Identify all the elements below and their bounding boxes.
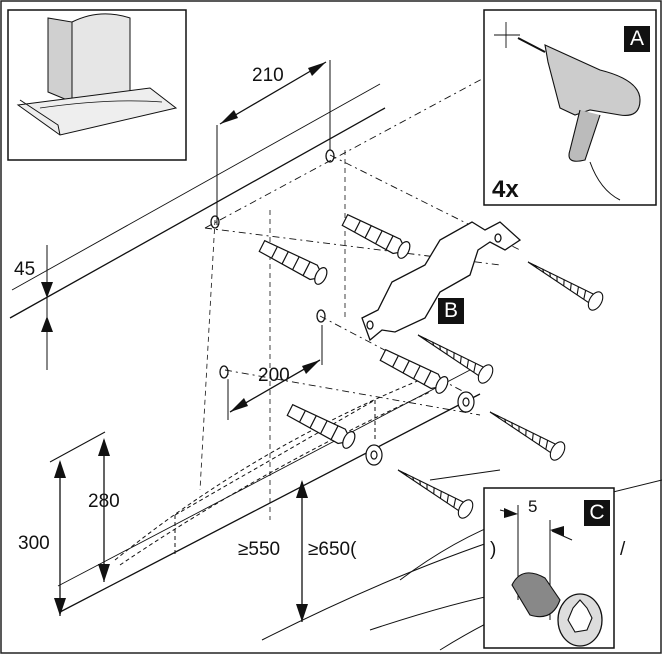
dim-label-650: ≥650( — [308, 539, 357, 560]
washers — [365, 391, 475, 466]
dim-label-200: 200 — [258, 365, 290, 386]
dim-45-lines — [41, 245, 53, 370]
dim-label-5: 5 — [528, 497, 538, 516]
dim-label-45: 45 — [14, 259, 36, 280]
dim-label-210: 210 — [252, 65, 284, 86]
stray-slash: / — [620, 539, 626, 560]
hood-inset — [7, 9, 187, 161]
dim-300-lines — [49, 431, 106, 616]
dim-650-lines — [296, 480, 308, 622]
panel-b-badge: B — [438, 298, 464, 324]
mounting-bracket — [361, 221, 522, 342]
projection-lines — [199, 150, 346, 520]
dim-210-lines — [216, 60, 331, 225]
drill-count-label: 4x — [492, 176, 519, 203]
wall-plugs — [258, 213, 449, 449]
stray-paren: ) — [490, 539, 497, 560]
panel-c-badge: C — [584, 500, 610, 526]
dim-label-280: 280 — [88, 491, 120, 512]
panel-a-badge: A — [624, 26, 650, 52]
hood-outline — [114, 379, 431, 566]
wall-edges — [9, 83, 481, 613]
dim-label-300: 300 — [18, 533, 50, 554]
dim-label-550: ≥550 — [238, 539, 281, 560]
screws — [397, 261, 604, 519]
dim-200-lines — [227, 325, 323, 420]
dim-280-lines — [98, 438, 110, 582]
